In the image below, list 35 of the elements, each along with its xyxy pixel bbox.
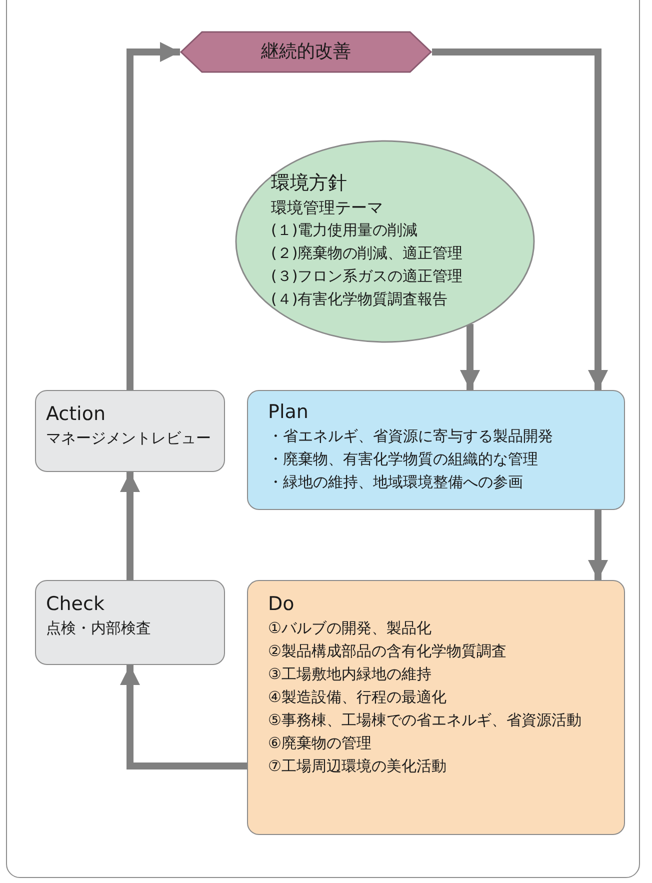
node-title: Do: [268, 592, 296, 617]
arrow: [126, 42, 180, 390]
list-item: ・廃棄物、有害化学物質の組織的な管理: [268, 449, 539, 470]
arrow: [432, 48, 608, 390]
list-item: マネージメントレビュー: [46, 428, 212, 449]
process-box: [35, 580, 225, 665]
list-item: 点検・内部検査: [46, 618, 152, 639]
list-item: ③工場敷地内緑地の維持: [268, 664, 432, 685]
list-item: ⑦工場周辺環境の美化活動: [268, 756, 448, 777]
list-item: (１)電力使用量の削減: [271, 220, 419, 241]
process-box: [35, 390, 225, 472]
node-title: Action: [46, 402, 107, 427]
ellipse-node: [235, 140, 535, 343]
list-item: ・省エネルギ、省資源に寄与する製品開発: [268, 426, 554, 447]
node-title: 環境方針: [271, 171, 348, 196]
list-item: (２)廃棄物の削減、適正管理: [271, 243, 464, 264]
list-item: 環境管理テーマ: [271, 197, 384, 219]
arrow: [120, 472, 140, 580]
list-item: ①バルブの開発、製品化: [268, 618, 432, 639]
arrow: [588, 510, 608, 580]
hexagon-node: [180, 31, 432, 73]
list-item: ④製造設備、行程の最適化: [268, 687, 448, 708]
list-item: ⑤事務棟、工場棟での省エネルギ、省資源活動: [268, 710, 582, 731]
list-item: (４)有害化学物質調査報告: [271, 289, 449, 310]
arrow: [460, 324, 480, 390]
list-item: ⑥廃棄物の管理: [268, 733, 372, 754]
node-title: 継続的改善: [260, 40, 352, 64]
node-title: Check: [46, 592, 106, 617]
process-box: [247, 580, 625, 835]
process-box: [247, 390, 625, 510]
node-title: Plan: [268, 400, 310, 425]
arrow: [120, 665, 247, 770]
list-item: (３)フロン系ガスの適正管理: [271, 266, 464, 287]
list-item: ②製品構成部品の含有化学物質調査: [268, 641, 508, 662]
list-item: ・緑地の維持、地域環境整備への参画: [268, 472, 524, 493]
